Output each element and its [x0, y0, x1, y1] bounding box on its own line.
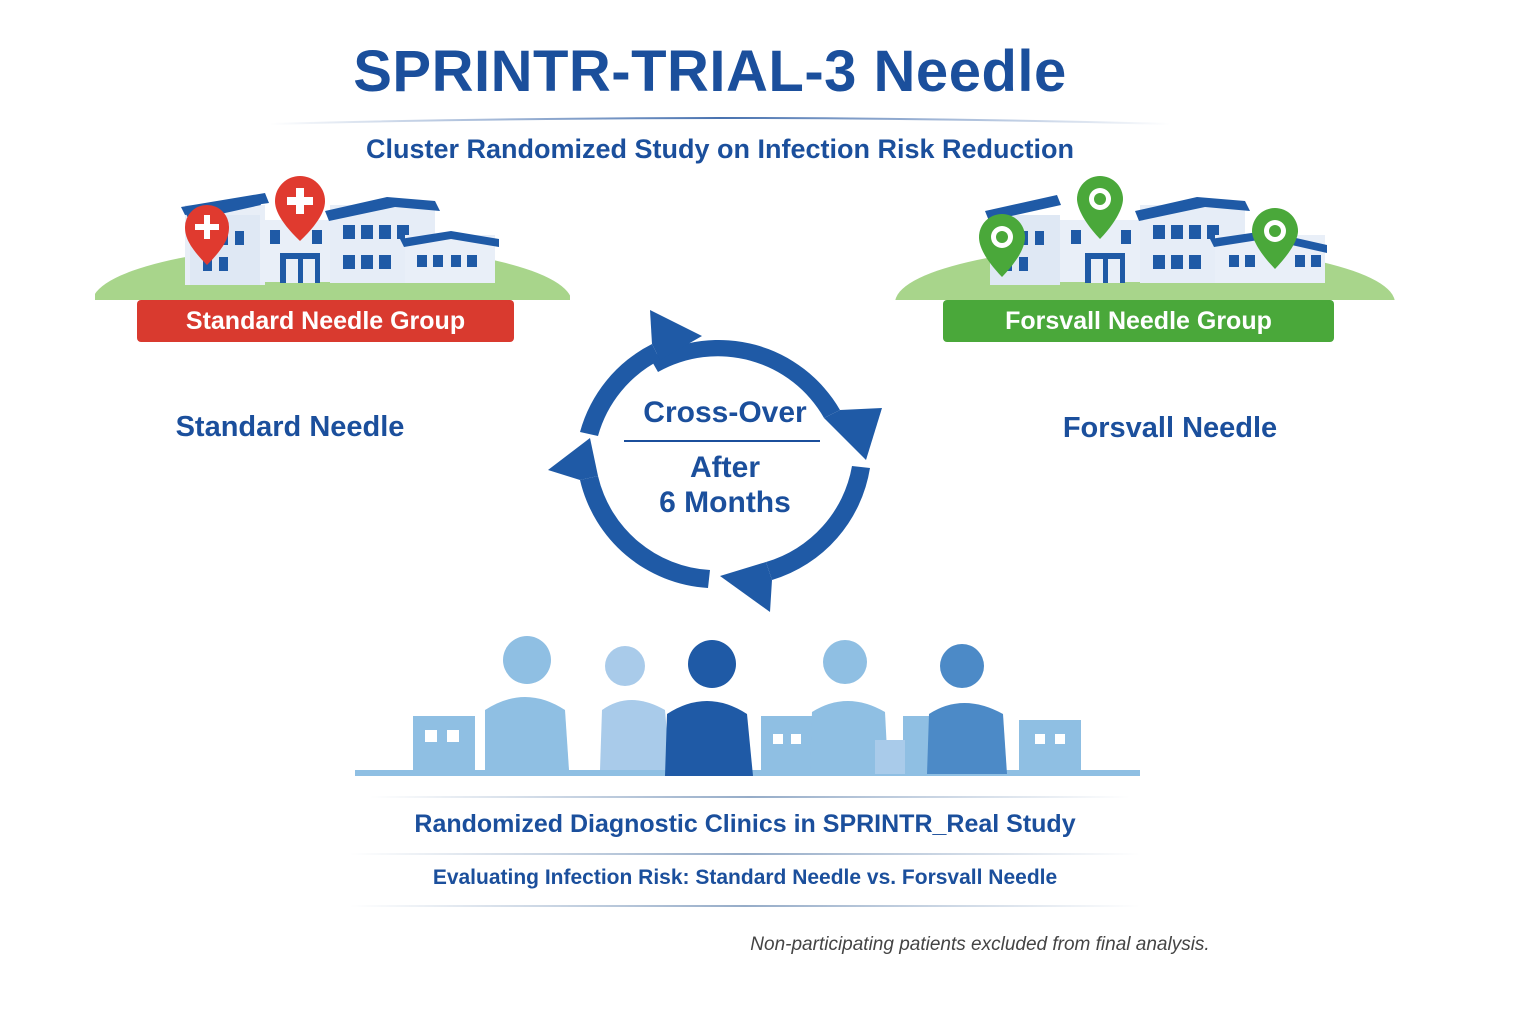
standard-group-label: Standard Needle Group	[137, 300, 514, 342]
hospital-cluster-icon	[95, 176, 570, 300]
hospital-cluster-icon	[895, 176, 1395, 300]
bottom-divider-lower	[350, 905, 1140, 907]
crossover-label: Cross-Over	[643, 396, 807, 429]
footnote: Non-participating patients excluded from…	[750, 934, 1210, 955]
evaluation-caption: Evaluating Infection Risk: Standard Need…	[432, 866, 1058, 889]
bottom-divider-top	[370, 796, 1130, 798]
standard-needle-text: Standard Needle	[175, 411, 405, 443]
title-divider	[270, 117, 1170, 125]
location-pin-icon	[979, 214, 1025, 277]
location-pin-icon	[1252, 208, 1298, 269]
page-subtitle: Cluster Randomized Study on Infection Ri…	[365, 134, 1075, 164]
location-pin-icon	[1077, 176, 1123, 239]
forsvall-needle-text: Forsvall Needle	[1062, 412, 1278, 444]
cycle-arrows-icon	[548, 310, 882, 612]
medical-cross-pin-icon	[185, 205, 229, 265]
forsvall-group-label: Forsvall Needle Group	[943, 300, 1334, 342]
crossover-after: After	[689, 451, 760, 484]
crossover-timing: After 6 Months	[600, 450, 850, 520]
clinic-people-icon	[355, 636, 1140, 776]
clinics-caption: Randomized Diagnostic Clinics in SPRINTR…	[414, 810, 1076, 838]
bottom-divider-middle	[350, 853, 1140, 855]
crossover-divider	[624, 440, 820, 442]
page-title: SPRINTR-TRIAL-3 Needle	[353, 39, 1067, 104]
medical-cross-pin-icon	[275, 176, 325, 241]
crossover-months: 6 Months	[659, 486, 791, 519]
